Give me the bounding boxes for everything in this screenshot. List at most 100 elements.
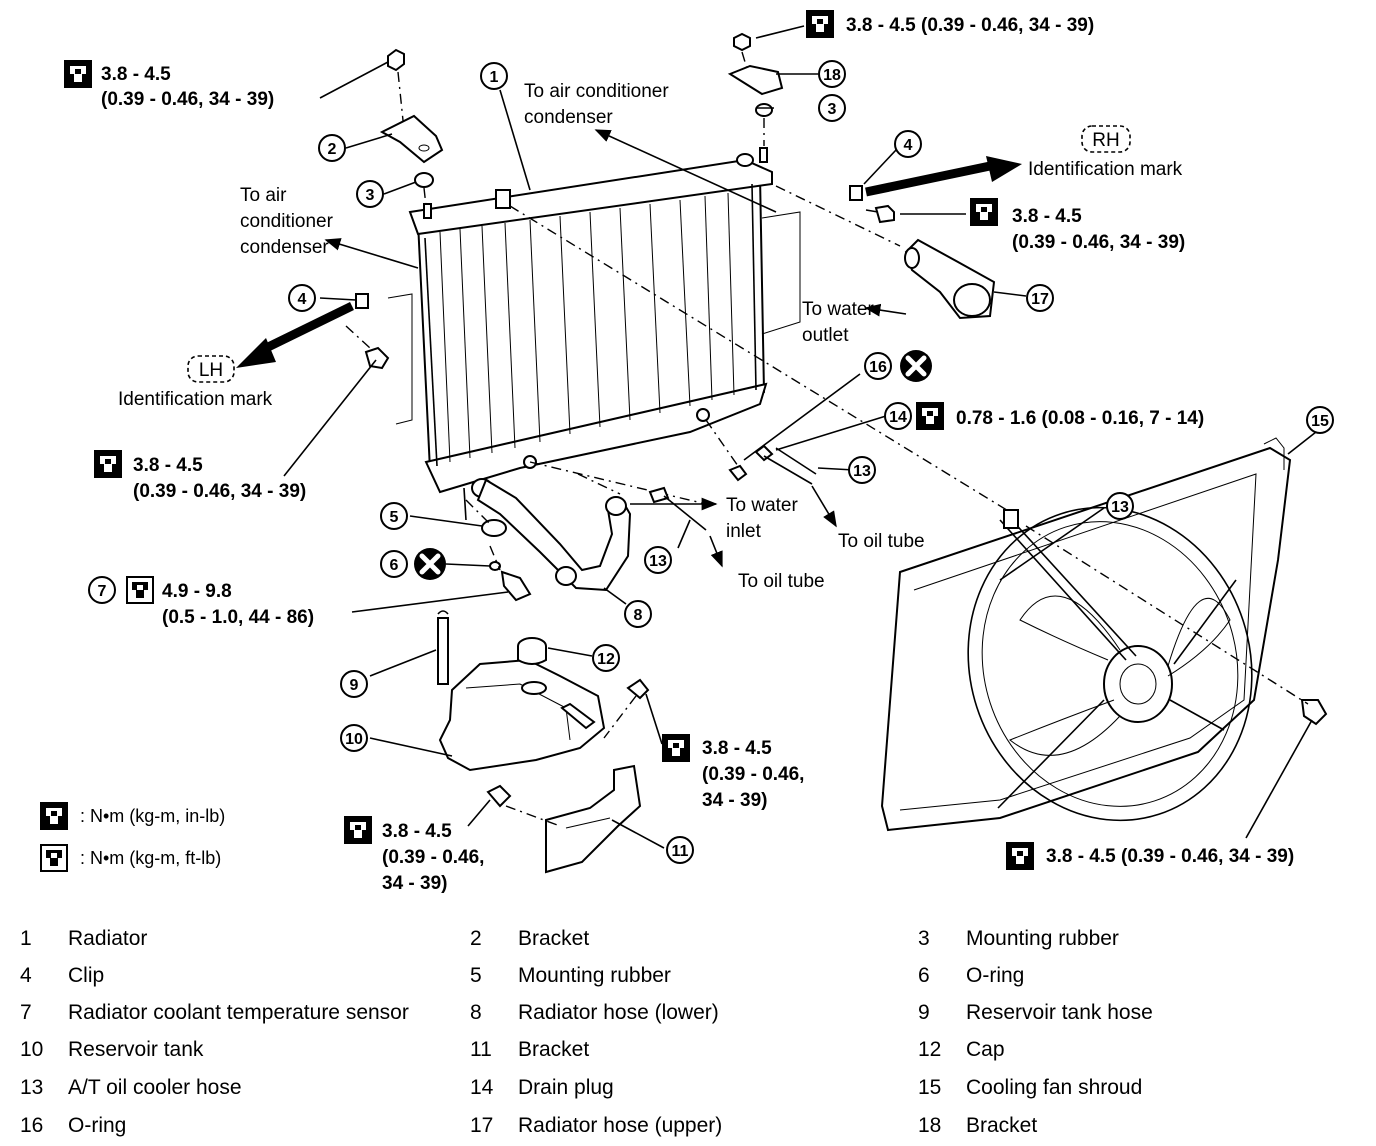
svg-text:3.8 - 4.5 (0.39 - 0.46, 34 - 3: 3.8 - 4.5 (0.39 - 0.46, 34 - 39) (846, 15, 1094, 36)
svg-text:7: 7 (98, 583, 107, 600)
parts-list: 1 Radiator 4 Clip 7 Radiator coolant tem… (0, 920, 1376, 1146)
callout-15: 15 (1306, 406, 1334, 434)
bolt-tank (603, 678, 650, 739)
part-number: 6 (918, 964, 930, 987)
svg-text:17: 17 (1031, 291, 1049, 308)
svg-text:(0.39 - 0.46, 34 - 39): (0.39 - 0.46, 34 - 39) (1012, 232, 1185, 253)
clip-rh (849, 156, 1022, 201)
callout-13-fan: 13 (1106, 492, 1134, 520)
cap-12 (517, 637, 547, 665)
svg-text:3.8 - 4.5 (0.39 - 0.46, 34 - 3: 3.8 - 4.5 (0.39 - 0.46, 34 - 39) (1046, 846, 1294, 867)
svg-text:10: 10 (345, 731, 363, 748)
part-number: 2 (470, 927, 482, 950)
part-name: Bracket (518, 927, 590, 950)
callout-circles: 1 2 3 3 4 4 5 6 7 8 9 10 11 12 13 13 13 … (88, 60, 1334, 864)
svg-text:6: 6 (390, 557, 399, 574)
part-name: Drain plug (518, 1076, 614, 1099)
svg-text:(0.5 - 1.0, 44 - 86): (0.5 - 1.0, 44 - 86) (162, 607, 314, 628)
coolant-temperature-sensor (489, 545, 532, 602)
part-name: A/T oil cooler hose (68, 1076, 242, 1099)
torque-tank-right: 3.8 - 4.5 (0.39 - 0.46, 34 - 39) (662, 734, 804, 811)
mounting-rubber-5 (465, 499, 507, 537)
svg-text:3.8 - 4.5: 3.8 - 4.5 (1012, 206, 1082, 227)
torque-wrench-icon (344, 816, 372, 844)
svg-text:12: 12 (597, 651, 615, 668)
reservoir-tank-hose (437, 610, 449, 685)
part-name: Radiator hose (lower) (518, 1001, 719, 1024)
torque-wrench-icon (64, 60, 92, 88)
torque-wrench-icon (662, 734, 690, 762)
torque-wrench-icon (94, 450, 122, 478)
torque-rh-clip: 3.8 - 4.5 (0.39 - 0.46, 34 - 39) (970, 198, 1185, 253)
svg-text:34 - 39): 34 - 39) (382, 873, 447, 894)
do-not-reuse-icon (414, 548, 446, 580)
part-name: Reservoir tank (68, 1038, 204, 1061)
torque-bracket: 3.8 - 4.5 (0.39 - 0.46, 34 - 39) (344, 816, 484, 894)
torque-drain-plug: 0.78 - 1.6 (0.08 - 0.16, 7 - 14) (916, 402, 1204, 430)
part-name: Clip (68, 964, 105, 987)
callout-4-rh: 4 (894, 130, 922, 158)
part-number: 18 (918, 1114, 942, 1137)
oil-cooler-hose-right (754, 444, 817, 485)
svg-text:outlet: outlet (802, 325, 849, 346)
svg-text:To air: To air (240, 185, 287, 206)
svg-text:LH: LH (199, 360, 223, 381)
part-number: 4 (20, 964, 32, 987)
torque-wrench-icon (1006, 842, 1034, 870)
callout-5: 5 (380, 502, 408, 530)
svg-text:9: 9 (350, 677, 359, 694)
o-ring-6 (489, 561, 501, 571)
radiator-hose-upper (775, 185, 996, 320)
svg-text:3.8 - 4.5: 3.8 - 4.5 (382, 821, 452, 842)
svg-text:(0.39 - 0.46, 34 - 39): (0.39 - 0.46, 34 - 39) (133, 481, 306, 502)
lh-identification-badge: LH (187, 355, 235, 383)
svg-text:condenser: condenser (524, 107, 613, 128)
svg-text:To oil tube: To oil tube (838, 531, 925, 552)
callout-18: 18 (818, 60, 846, 88)
part-number: 1 (20, 927, 32, 950)
callout-16: 16 (864, 352, 892, 380)
radiator (387, 147, 801, 521)
part-number: 16 (20, 1114, 44, 1137)
callout-17: 17 (1026, 284, 1054, 312)
torque-wrench-icon (970, 198, 998, 226)
svg-text:To water: To water (802, 299, 874, 320)
svg-text:11: 11 (672, 843, 689, 860)
part-name: Radiator (68, 927, 148, 950)
rh-identification-badge: RH (1081, 125, 1131, 153)
bolt-rh-clip (865, 204, 895, 224)
part-number: 12 (918, 1038, 942, 1061)
part-number: 3 (918, 927, 930, 950)
part-number: 10 (20, 1038, 44, 1061)
callout-7: 7 (88, 576, 116, 604)
svg-text:3: 3 (828, 101, 837, 118)
svg-text:4.9 - 9.8: 4.9 - 9.8 (162, 581, 232, 602)
bolt-lh-clip (345, 325, 390, 370)
cooling-fan-shroud (880, 437, 1328, 832)
svg-text:4: 4 (298, 291, 307, 308)
svg-text:(0.39 - 0.46, 34 - 39): (0.39 - 0.46, 34 - 39) (101, 89, 274, 110)
radiator-hose-lower (476, 461, 707, 592)
svg-text:4: 4 (904, 137, 913, 154)
unit-legend: : N•m (kg-m, in-lb) : N•m (kg-m, ft-lb) (40, 802, 225, 872)
part-name: Radiator hose (upper) (518, 1114, 723, 1137)
torque-shroud: 3.8 - 4.5 (0.39 - 0.46, 34 - 39) (1006, 842, 1294, 870)
svg-text:Identification mark: Identification mark (118, 389, 273, 410)
callout-6: 6 (380, 550, 408, 578)
callout-3-right: 3 (818, 94, 846, 122)
bolt-top-right (733, 32, 751, 73)
callout-9: 9 (340, 670, 368, 698)
torque-wrench-icon (40, 802, 68, 830)
svg-text:8: 8 (634, 607, 643, 624)
callout-8: 8 (624, 600, 652, 628)
do-not-reuse-icon (900, 350, 932, 382)
torque-wrench-icon (806, 10, 834, 38)
part-name: Mounting rubber (966, 927, 1119, 950)
svg-text:2: 2 (328, 141, 337, 158)
leader-lines (283, 25, 1317, 849)
svg-text:18: 18 (823, 67, 841, 84)
part-name: Reservoir tank hose (966, 1001, 1153, 1024)
part-number: 13 (20, 1076, 44, 1099)
svg-text:condenser: condenser (240, 237, 329, 258)
torque-wrench-outline-icon (126, 576, 154, 604)
